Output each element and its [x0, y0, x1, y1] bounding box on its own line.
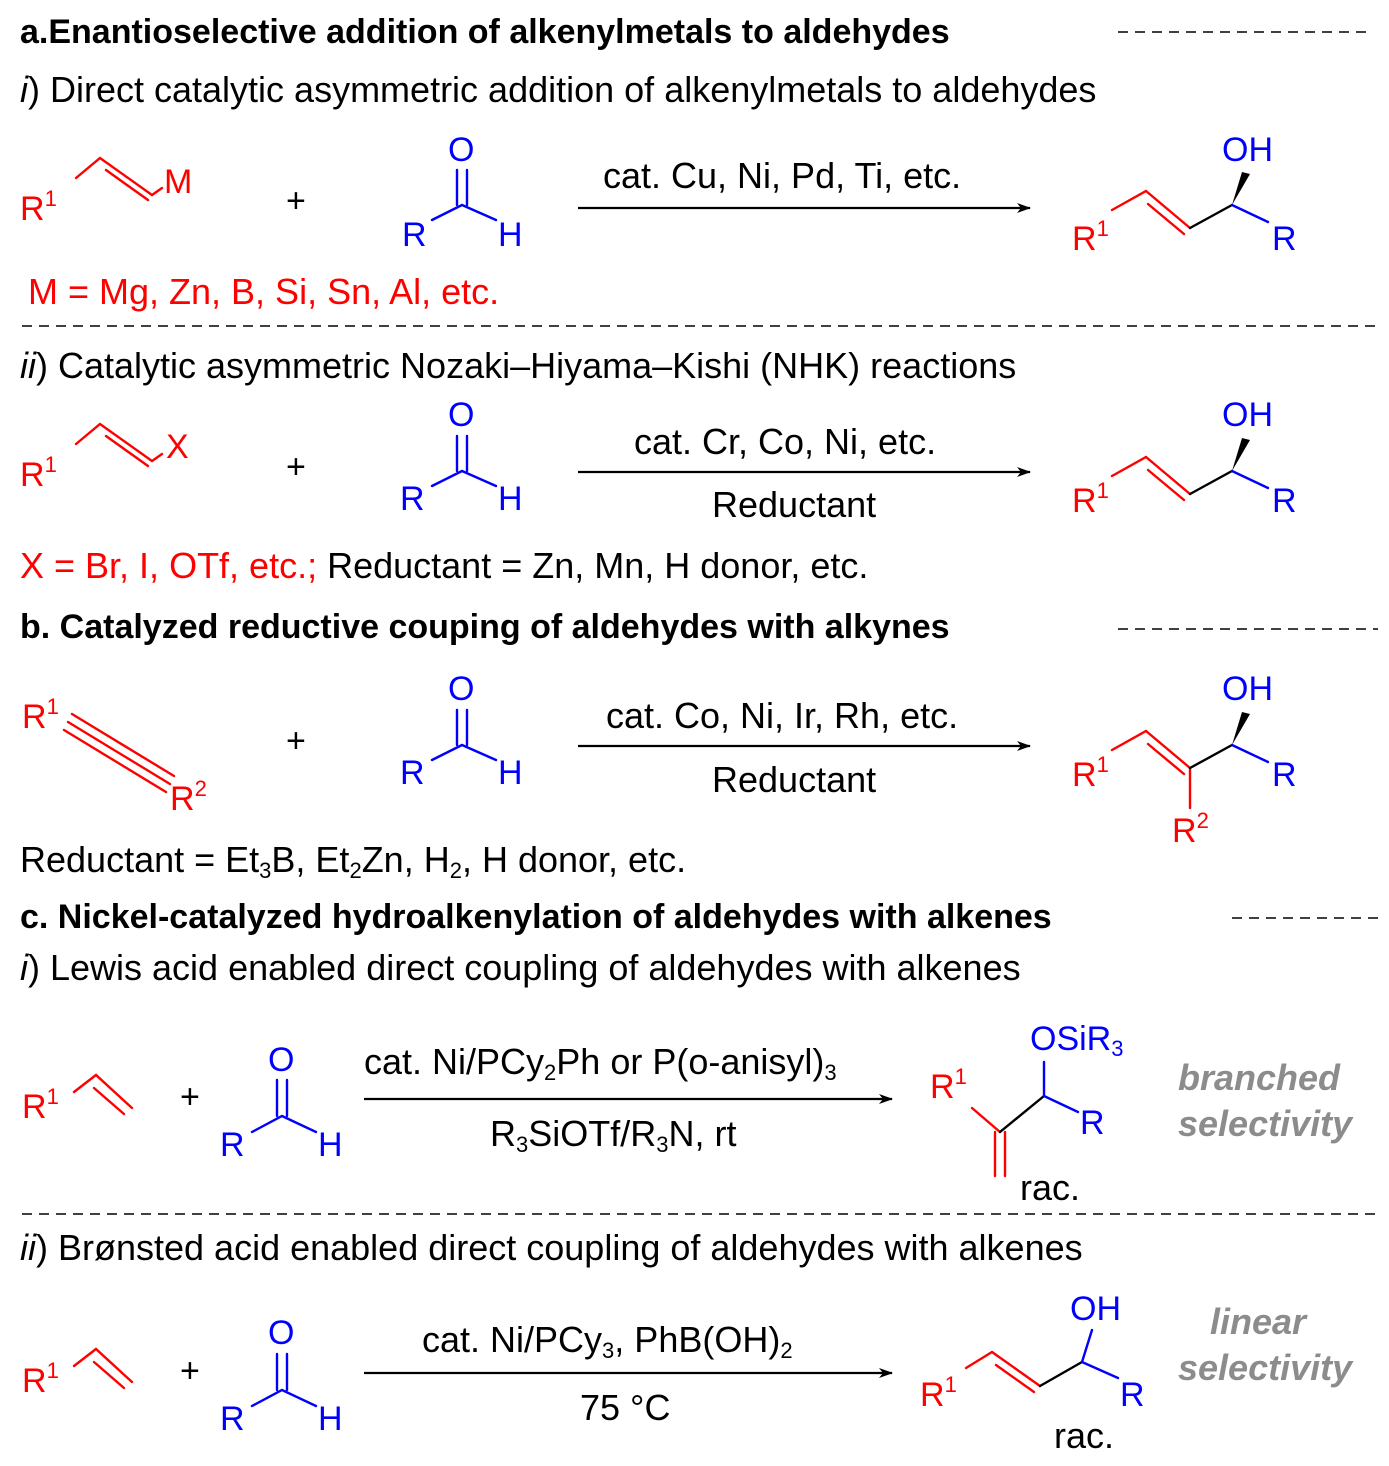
- heading-text: ) Brønsted acid enabled direct coupling …: [36, 1227, 1083, 1268]
- branched-selectivity-label: branched: [1178, 1057, 1341, 1098]
- a-i-wedge-bond: [1232, 172, 1250, 205]
- r-label: R: [1080, 1104, 1105, 1142]
- branched-selectivity-label: selectivity: [1178, 1103, 1353, 1144]
- conditions-a-ii: cat. Cr, Co, Ni, etc.: [634, 421, 937, 462]
- heading-text: ) Lewis acid enabled direct coupling of …: [28, 947, 1021, 988]
- heading-text: ) Direct catalytic asymmetric addition o…: [28, 69, 1097, 110]
- r1-label: R1: [22, 1084, 59, 1126]
- r-label: R: [400, 754, 425, 792]
- r-label: R: [1272, 756, 1297, 794]
- roman-label: ii: [20, 1227, 36, 1268]
- conditions-c-i-top: cat. Ni/PCy2Ph or P(o-anisyl)3: [364, 1041, 837, 1085]
- a-i-bonds: [74, 156, 1270, 236]
- r1-label: R1: [1072, 752, 1109, 794]
- b-wedge-bond: [1232, 712, 1250, 745]
- r1-label: R1: [20, 452, 57, 494]
- oh-label: OH: [1070, 1290, 1121, 1328]
- section-c-title: c. Nickel-catalyzed hydroalkenylation of…: [20, 898, 1052, 936]
- oh-label: OH: [1222, 131, 1273, 169]
- plus-sign: +: [286, 722, 306, 760]
- r-label: R: [220, 1126, 245, 1164]
- r1-label: R1: [1072, 216, 1109, 258]
- heading-text: ) Catalytic asymmetric Nozaki–Hiyama–Kis…: [36, 345, 1017, 386]
- r-label: R: [1272, 220, 1297, 258]
- reductant-footnote: Reductant = Et3B, Et2Zn, H2, H donor, et…: [20, 839, 687, 883]
- reagent-b: Reductant: [712, 759, 877, 800]
- roman-label: ii: [20, 345, 36, 386]
- r2-label: R2: [1172, 808, 1209, 850]
- a-ii-wedge-bond: [1232, 438, 1250, 471]
- reaction-arrows: [364, 203, 1031, 1378]
- h-label: H: [498, 754, 523, 792]
- oxygen-label: O: [448, 131, 475, 169]
- conditions-c-ii-bottom: 75 °C: [580, 1387, 671, 1428]
- roman-label: i: [20, 947, 28, 988]
- oxygen-label: O: [268, 1041, 295, 1079]
- metal-footnote: M = Mg, Zn, B, Si, Sn, Al, etc.: [28, 271, 500, 312]
- h-label: H: [498, 216, 523, 254]
- h-label: H: [318, 1126, 343, 1164]
- r1-label: R1: [920, 1372, 957, 1414]
- oh-label: OH: [1222, 396, 1273, 434]
- reagent-a-ii: Reductant: [712, 484, 877, 525]
- conditions-a-i: cat. Cu, Ni, Pd, Ti, etc.: [603, 155, 962, 196]
- linear-selectivity-label: selectivity: [1178, 1347, 1353, 1388]
- section-c-i-heading: i) Lewis acid enabled direct coupling of…: [20, 950, 1021, 986]
- conditions-c-ii-top: cat. Ni/PCy3, PhB(OH)2: [422, 1319, 793, 1363]
- nhk-footnote: X = Br, I, OTf, etc.; Reductant = Zn, Mn…: [20, 545, 869, 586]
- racemic-label: rac.: [1054, 1415, 1115, 1456]
- r2-label: R2: [170, 776, 207, 818]
- section-a-ii-heading: ii) Catalytic asymmetric Nozaki–Hiyama–K…: [20, 348, 1016, 384]
- section-c-ii-heading: ii) Brønsted acid enabled direct couplin…: [20, 1230, 1083, 1266]
- plus-sign: +: [286, 182, 306, 220]
- h-label: H: [498, 480, 523, 518]
- plus-sign: +: [286, 448, 306, 486]
- r1-label: R1: [930, 1064, 967, 1106]
- r-label: R: [400, 480, 425, 518]
- metal-label: M: [164, 163, 193, 201]
- h-label: H: [318, 1400, 343, 1438]
- r-label: R: [220, 1400, 245, 1438]
- linear-selectivity-label: linear: [1210, 1301, 1307, 1342]
- r1-label: R1: [1072, 478, 1109, 520]
- racemic-label: rac.: [1020, 1167, 1081, 1208]
- c-ii-bonds: [72, 1328, 1120, 1408]
- r-label: R: [402, 216, 427, 254]
- r1-label: R1: [22, 694, 59, 736]
- conditions-b: cat. Co, Ni, Ir, Rh, etc.: [606, 695, 959, 736]
- dashed-dividers: [22, 31, 1378, 1215]
- r1-label: R1: [20, 186, 57, 228]
- oxygen-label: O: [268, 1314, 295, 1352]
- c-i-bonds: [72, 1060, 1080, 1178]
- halide-label: X: [166, 428, 189, 466]
- roman-label: i: [20, 69, 28, 110]
- r-label: R: [1272, 482, 1297, 520]
- oh-label: OH: [1222, 670, 1273, 708]
- oxygen-label: O: [448, 396, 475, 434]
- section-a-title: a.Enantioselective addition of alkenylme…: [20, 13, 950, 51]
- silyl-ether-label: OSiR3: [1030, 1020, 1124, 1061]
- oxygen-label: O: [448, 670, 475, 708]
- b-bonds: [62, 708, 1270, 810]
- r-label: R: [1120, 1376, 1145, 1414]
- a-ii-bonds: [74, 422, 1270, 502]
- section-b-title: b. Catalyzed reductive couping of aldehy…: [20, 608, 950, 646]
- plus-sign: +: [180, 1352, 200, 1390]
- section-a-i-heading: i) Direct catalytic asymmetric addition …: [20, 72, 1096, 108]
- plus-sign: +: [180, 1078, 200, 1116]
- r1-label: R1: [22, 1358, 59, 1400]
- conditions-c-i-bottom: R3SiOTf/R3N, rt: [490, 1113, 737, 1157]
